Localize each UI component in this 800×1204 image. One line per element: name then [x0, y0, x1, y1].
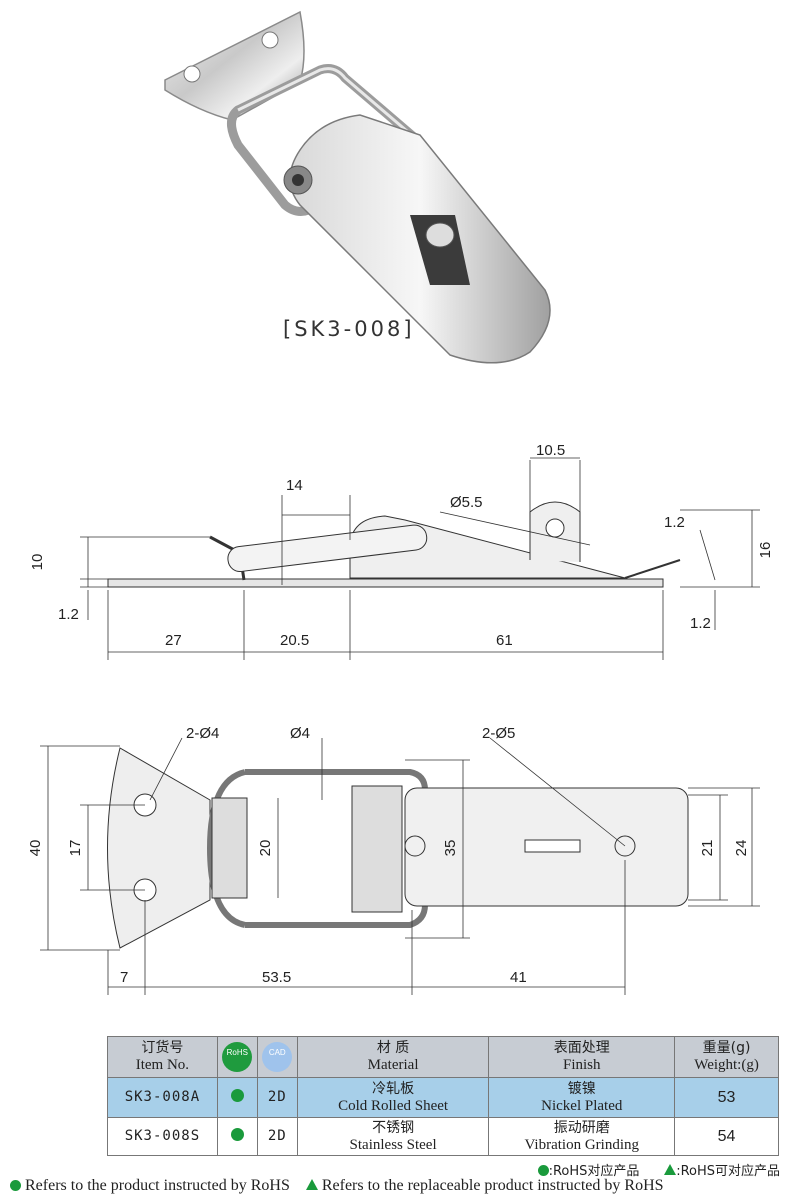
- header-finish: 表面处理 Finish: [488, 1036, 676, 1078]
- dim-35: 35: [442, 840, 459, 857]
- legend-chinese: :RoHS对应产品 :RoHS可对应产品: [537, 1160, 780, 1179]
- cad-link[interactable]: 2D: [256, 1077, 298, 1118]
- rohs-dot-icon: [230, 1089, 244, 1102]
- legend-rohs-replaceable-en: Refers to the replaceable product instru…: [321, 1177, 664, 1194]
- rohs-dot-icon: [230, 1128, 244, 1141]
- dim-1-2-right: 1.2: [664, 514, 685, 531]
- side-view-drawing: 10.5 14 Ø5.5 1.2 10 16 1.2 1.2 27 20.5 6…: [29, 442, 774, 660]
- dim-10: 10: [29, 554, 46, 571]
- material-cell: 不锈钢 Stainless Steel: [296, 1117, 490, 1156]
- rohs-cell: [216, 1117, 258, 1156]
- material-cell: 冷轧板 Cold Rolled Sheet: [296, 1077, 490, 1118]
- dim-41: 41: [510, 969, 527, 986]
- item-number: SK3-008S: [107, 1117, 218, 1156]
- legend-english: Refers to the product instructed by RoHS…: [10, 1177, 664, 1195]
- green-triangle-icon: [664, 1164, 677, 1175]
- table-header-row: 订货号 Item No. RoHS CAD 材 质 Material 表面处理 …: [107, 1036, 779, 1078]
- dim-7: 7: [120, 969, 128, 986]
- dim-2-diameter-5: 2-Ø5: [482, 725, 515, 742]
- header-cad: CAD: [256, 1036, 298, 1078]
- green-dot-icon: [537, 1165, 549, 1176]
- dim-53-5: 53.5: [262, 969, 291, 986]
- product-photo: [164, 10, 551, 364]
- finish-cell: 振动研磨 Vibration Grinding: [488, 1117, 676, 1156]
- dim-17: 17: [67, 840, 84, 857]
- header-item: 订货号 Item No.: [107, 1036, 218, 1078]
- cad-link[interactable]: 2D: [256, 1117, 298, 1156]
- dim-10-5: 10.5: [536, 442, 565, 459]
- cad-badge-icon: CAD: [262, 1042, 293, 1072]
- dim-2-diameter-4: 2-Ø4: [186, 725, 219, 742]
- model-label: [SK3-008]: [283, 317, 415, 341]
- header-weight: 重量(g) Weight:(g): [674, 1036, 779, 1078]
- dim-40: 40: [27, 840, 44, 857]
- table-row: SK3-008S 2D 不锈钢 Stainless Steel 振动研磨 Vib…: [107, 1117, 779, 1156]
- green-triangle-icon: [305, 1179, 318, 1190]
- rohs-cell: [216, 1077, 258, 1118]
- legend-rohs-replaceable-cn: :RoHS可对应产品: [676, 1164, 780, 1179]
- dim-diameter-5-5: Ø5.5: [450, 494, 483, 511]
- dim-20: 20: [257, 840, 274, 857]
- item-number: SK3-008A: [107, 1077, 218, 1118]
- finish-cell: 镀镍 Nickel Plated: [488, 1077, 676, 1118]
- dim-61: 61: [496, 632, 513, 649]
- dim-14: 14: [286, 477, 303, 494]
- dim-27: 27: [165, 632, 182, 649]
- green-dot-icon: [10, 1180, 21, 1191]
- dim-20-5: 20.5: [280, 632, 309, 649]
- header-rohs: RoHS: [216, 1036, 258, 1078]
- rohs-badge-icon: RoHS: [222, 1042, 253, 1072]
- legend-rohs-cn: :RoHS对应产品: [548, 1164, 640, 1179]
- table-row: SK3-008A 2D 冷轧板 Cold Rolled Sheet 镀镍 Nic…: [107, 1077, 779, 1118]
- dim-16: 16: [757, 542, 774, 559]
- top-view-drawing: 2-Ø4 Ø4 2-Ø5 40 17 20 35 21 24 7 53.5 41: [27, 725, 760, 995]
- weight-cell: 54: [674, 1117, 779, 1156]
- dim-24: 24: [733, 840, 750, 857]
- weight-cell: 53: [674, 1077, 779, 1118]
- dim-1-2-bottom-right: 1.2: [690, 615, 711, 632]
- dim-21: 21: [699, 840, 716, 857]
- dim-1-2-left: 1.2: [58, 606, 79, 623]
- legend-rohs-en: Refers to the product instructed by RoHS: [25, 1177, 290, 1194]
- spec-table: 订货号 Item No. RoHS CAD 材 质 Material 表面处理 …: [107, 1036, 779, 1156]
- header-material: 材 质 Material: [296, 1036, 490, 1078]
- dim-diameter-4: Ø4: [290, 725, 310, 742]
